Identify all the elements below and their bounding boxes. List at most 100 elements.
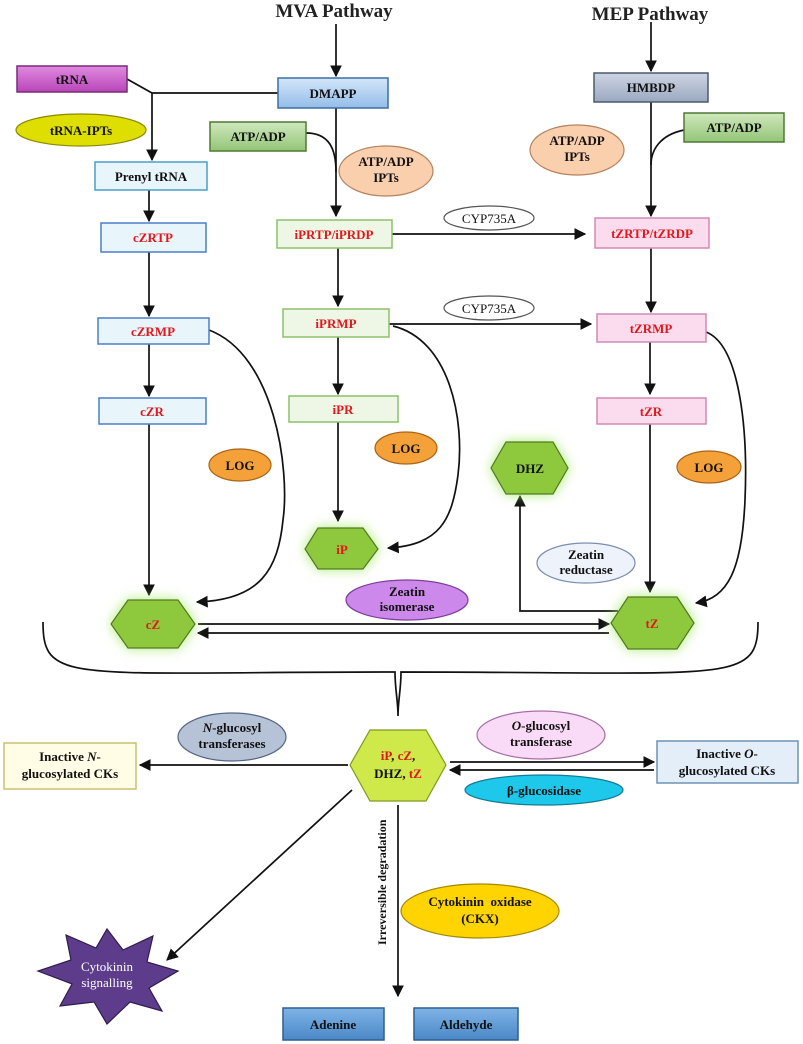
mep-pathway-title: MEP Pathway [592, 4, 709, 25]
log-ellipse-right: LOG [676, 450, 742, 484]
svg-text:ATP/ADP: ATP/ADP [358, 154, 413, 169]
connectors [42, 22, 759, 998]
svg-text:tZRTP/tZRDP: tZRTP/tZRDP [611, 226, 693, 241]
svg-text:signalling: signalling [81, 975, 133, 990]
svg-text:DHZ, tZ: DHZ, tZ [374, 766, 422, 781]
irreversible-degradation-label: Irreversible degradation [375, 819, 389, 945]
arrow-tzrmp-to-tz [694, 331, 747, 608]
arrow-czrmp-to-cz [195, 329, 286, 608]
inactive-n-glucosylated-box: Inactive N- glucosylated CKs [3, 742, 137, 790]
iprmp-box: iPRMP [282, 308, 390, 338]
svg-text:glucosylated CKs: glucosylated CKs [679, 763, 775, 778]
svg-text:iPR: iPR [333, 402, 355, 417]
czrmp-box: cZRMP [97, 317, 210, 345]
svg-text:tRNA-IPTs: tRNA-IPTs [50, 123, 112, 138]
svg-text:LOG: LOG [695, 460, 724, 475]
aldehyde-box: Aldehyde [413, 1007, 519, 1041]
svg-text:DMAPP: DMAPP [310, 86, 357, 101]
active-cytokinins-hexagon: iP, cZ, DHZ, tZ [349, 729, 447, 802]
svg-text:O-glucosyl: O-glucosyl [512, 718, 571, 733]
cyp735a-ellipse-1: CYP735A [443, 205, 535, 231]
svg-text:ATP/ADP: ATP/ADP [706, 120, 761, 135]
svg-text:glucosylated CKs: glucosylated CKs [22, 766, 118, 781]
svg-text:HMBDP: HMBDP [627, 80, 675, 95]
svg-text:Cytokinin oxidase: Cytokinin oxidase [428, 894, 532, 909]
ipr-box: iPR [288, 395, 399, 423]
svg-text:cZR: cZR [140, 404, 164, 419]
svg-text:DHZ: DHZ [516, 461, 545, 476]
svg-text:tZRMP: tZRMP [630, 321, 673, 336]
svg-text:CYP735A: CYP735A [462, 301, 517, 316]
svg-text:Prenyl tRNA: Prenyl tRNA [115, 169, 188, 184]
svg-text:Inactive N-: Inactive N- [39, 749, 101, 764]
arrow-to-signalling [166, 789, 353, 961]
svg-text:cZRTP: cZRTP [133, 230, 173, 245]
line-atp-right-join [650, 129, 685, 166]
cyp735a-ellipse-2: CYP735A [443, 295, 535, 321]
arrow-iprmp-to-ip [386, 325, 461, 554]
svg-text:β-glucosidase: β-glucosidase [507, 783, 581, 798]
adenine-box: Adenine [282, 1007, 385, 1041]
trna-ipts-ellipse: tRNA-IPTs [15, 113, 147, 147]
inactive-o-glucosylated-box: Inactive O- glucosylated CKs [656, 740, 799, 784]
svg-text:iP, cZ,: iP, cZ, [381, 748, 416, 763]
prenyl-trna-box: Prenyl tRNA [94, 161, 208, 191]
atp-adp-box-right: ATP/ADP [683, 112, 785, 143]
svg-text:LOG: LOG [392, 441, 421, 456]
svg-text:(CKX): (CKX) [461, 911, 499, 926]
svg-text:N-glucosyl: N-glucosyl [202, 720, 262, 735]
svg-text:Aldehyde: Aldehyde [440, 1017, 493, 1032]
zeatin-reductase-ellipse: Zeatin reductase [536, 542, 636, 584]
svg-text:Adenine: Adenine [310, 1017, 356, 1032]
cytokinin-signalling-star: Cytokinin signalling [36, 927, 180, 1025]
atp-adp-box-left: ATP/ADP [209, 121, 307, 152]
svg-text:isomerase: isomerase [380, 599, 435, 614]
line-trna-dmapp [126, 78, 278, 94]
dmapp-box: DMAPP [277, 77, 389, 109]
o-glucosyl-transferase-ellipse: O-glucosyl transferase [476, 710, 606, 760]
svg-text:iP: iP [336, 542, 348, 557]
svg-text:transferase: transferase [510, 734, 572, 749]
ckx-ellipse: Cytokinin oxidase (CKX) [400, 883, 560, 939]
tzrtp-tzrdp-box: tZRTP/tZRDP [594, 217, 710, 249]
svg-text:tRNA: tRNA [56, 72, 89, 87]
tzrmp-box: tZRMP [596, 313, 707, 343]
tz-hexagon: tZ [610, 596, 695, 650]
log-ellipse-middle: LOG [374, 431, 438, 465]
svg-text:reductase: reductase [559, 562, 612, 577]
cz-hexagon: cZ [110, 599, 196, 649]
svg-text:cZRMP: cZRMP [131, 324, 175, 339]
svg-text:iPRTP/iPRDP: iPRTP/iPRDP [295, 227, 374, 242]
svg-text:Zeatin: Zeatin [568, 547, 605, 562]
svg-text:CYP735A: CYP735A [462, 211, 517, 226]
svg-text:iPRMP: iPRMP [315, 316, 356, 331]
ip-hexagon: iP [304, 527, 379, 570]
hmbdp-box: HMBDP [593, 72, 709, 103]
svg-text:IPTs: IPTs [564, 149, 590, 164]
tzr-box: tZR [596, 397, 707, 425]
zeatin-isomerase-ellipse: Zeatin isomerase [345, 579, 469, 621]
n-glucosyl-transferases-ellipse: N-glucosyl transferases [177, 712, 287, 762]
svg-text:tZ: tZ [646, 616, 659, 631]
dhz-hexagon: DHZ [490, 441, 569, 495]
czr-box: cZR [98, 397, 207, 425]
svg-text:transferases: transferases [198, 736, 265, 751]
czrtp-box: cZRTP [100, 222, 207, 253]
svg-text:cZ: cZ [146, 617, 161, 632]
iprtp-iprdp-box: iPRTP/iPRDP [276, 219, 393, 249]
svg-text:Cytokinin: Cytokinin [81, 959, 134, 974]
brace-merge [42, 621, 759, 717]
svg-text:tZR: tZR [640, 404, 663, 419]
mva-pathway-title: MVA Pathway [275, 1, 393, 22]
line-atp-left-join [305, 132, 337, 173]
svg-text:ATP/ADP: ATP/ADP [549, 133, 604, 148]
svg-text:Inactive O-: Inactive O- [696, 746, 758, 761]
svg-text:Zeatin: Zeatin [389, 584, 426, 599]
svg-text:IPTs: IPTs [373, 170, 399, 185]
beta-glucosidase-ellipse: β-glucosidase [464, 774, 624, 806]
svg-text:ATP/ADP: ATP/ADP [230, 129, 285, 144]
atp-ipts-ellipse-right: ATP/ADP IPTs [529, 124, 625, 176]
log-ellipse-left: LOG [208, 448, 272, 482]
